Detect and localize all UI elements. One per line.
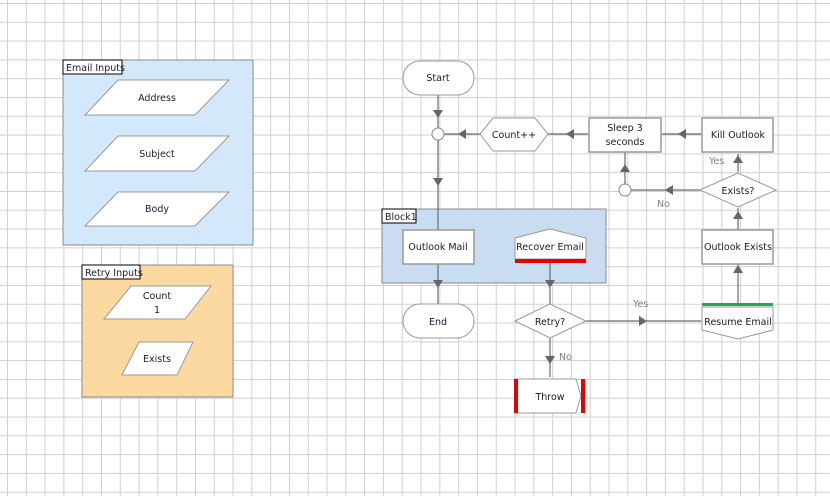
resume-marker	[702, 303, 773, 306]
resume-email-node[interactable]: Resume Email	[701, 303, 774, 340]
input-body[interactable]: Body	[83, 191, 231, 227]
retry-decision-node[interactable]: Retry?	[513, 303, 588, 339]
end-node[interactable]: End	[402, 303, 475, 339]
svg-text:Count: Count	[143, 291, 171, 302]
svg-text:seconds: seconds	[606, 137, 645, 148]
throw-marker-left	[514, 379, 518, 413]
input-address[interactable]: Address	[83, 79, 231, 116]
sleep-node[interactable]: Sleep 3 seconds	[588, 117, 662, 153]
recover-email-node[interactable]: Recover Email	[514, 228, 587, 263]
svg-text:Outlook Exists: Outlook Exists	[704, 242, 772, 253]
svg-text:Start: Start	[426, 73, 449, 84]
svg-text:Exists: Exists	[143, 354, 171, 365]
email-inputs-title: Email Inputs	[66, 63, 125, 74]
junction-no	[618, 183, 632, 197]
svg-text:1: 1	[154, 305, 160, 316]
input-subject[interactable]: Subject	[83, 135, 231, 172]
retry-no-label: No	[559, 352, 572, 363]
svg-text:Body: Body	[145, 204, 169, 215]
throw-node[interactable]: Throw	[514, 378, 585, 414]
junction-merge	[431, 127, 445, 141]
throw-marker-right	[581, 379, 585, 413]
retry-inputs-group[interactable]: Retry Inputs Count 1 Exists	[81, 264, 234, 398]
outlook-exists-node[interactable]: Outlook Exists	[701, 229, 774, 265]
recover-marker	[515, 259, 586, 263]
input-exists[interactable]: Exists	[121, 341, 194, 376]
retry-inputs-title: Retry Inputs	[85, 268, 143, 279]
svg-text:Outlook Mail: Outlook Mail	[408, 242, 467, 253]
svg-text:End: End	[429, 317, 447, 328]
block1-title: Block1	[385, 212, 417, 223]
exists-yes-label: Yes	[708, 156, 724, 167]
retry-yes-label: Yes	[632, 299, 648, 310]
input-count[interactable]: Count 1	[102, 285, 213, 320]
svg-text:Exists?: Exists?	[722, 186, 755, 197]
exists-decision-node[interactable]: Exists?	[698, 172, 778, 208]
svg-text:Address: Address	[138, 93, 176, 104]
svg-text:Count++: Count++	[492, 130, 536, 141]
svg-text:Retry?: Retry?	[535, 317, 565, 328]
exists-no-label: No	[657, 199, 670, 210]
svg-text:Throw: Throw	[534, 392, 564, 403]
svg-text:Recover Email: Recover Email	[516, 242, 584, 253]
svg-text:Kill Outlook: Kill Outlook	[711, 130, 766, 141]
start-node[interactable]: Start	[402, 60, 475, 96]
outlook-mail-node[interactable]: Outlook Mail	[402, 229, 475, 265]
svg-text:Subject: Subject	[139, 149, 175, 160]
svg-text:Resume Email: Resume Email	[704, 317, 771, 328]
email-inputs-group[interactable]: Email Inputs Address Subject Body	[62, 59, 254, 246]
svg-text:Sleep 3: Sleep 3	[607, 123, 642, 134]
arrowheads	[433, 110, 743, 364]
count-increment-node[interactable]: Count++	[479, 117, 549, 152]
kill-outlook-node[interactable]: Kill Outlook	[701, 117, 774, 153]
